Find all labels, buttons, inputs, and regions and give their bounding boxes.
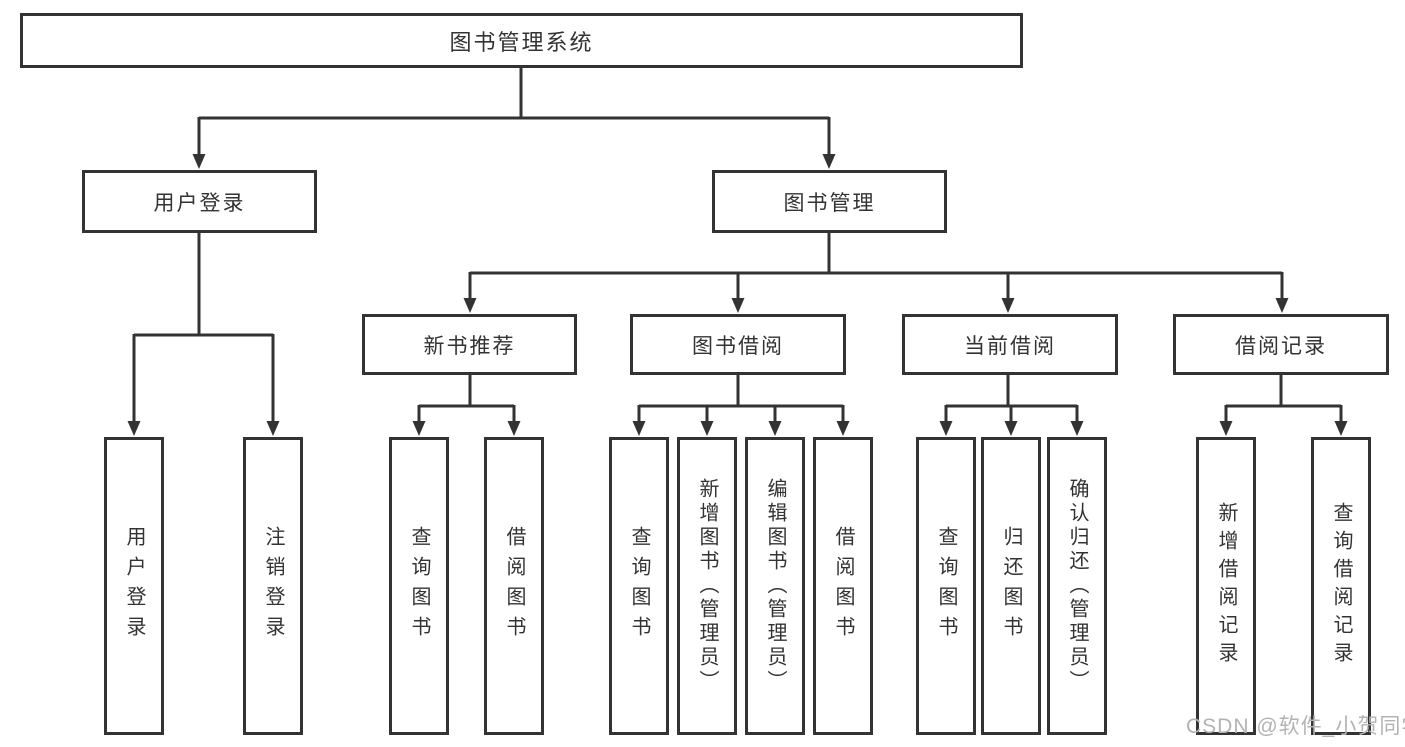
arrowhead bbox=[192, 154, 206, 169]
arrowhead bbox=[1219, 421, 1233, 436]
node-user-login: 用户登录 bbox=[82, 170, 317, 233]
leaf-query-books-current: 查询图书 bbox=[916, 437, 976, 735]
csdn-watermark: CSDN @软件_小贺同学 bbox=[1186, 715, 1405, 738]
arrowhead bbox=[939, 421, 953, 436]
connector-borrow-record-to-leaves bbox=[1224, 375, 1343, 427]
node-label: 当前借阅 bbox=[964, 334, 1056, 358]
leaf-edit-books-admin: 编辑图书（管理员） bbox=[745, 437, 805, 735]
connector-root-to-level2 bbox=[197, 68, 831, 160]
leaf-logout: 注销登录 bbox=[243, 437, 303, 735]
arrowhead bbox=[1001, 298, 1015, 313]
node-new-book-recommend: 新书推荐 bbox=[362, 314, 577, 375]
leaf-label: 归还图书 bbox=[1000, 526, 1022, 646]
leaf-label: 查询借阅记录 bbox=[1330, 502, 1352, 670]
leaf-label: 确认归还（管理员） bbox=[1066, 478, 1088, 694]
leaf-label: 注销登录 bbox=[262, 526, 284, 646]
arrowhead bbox=[632, 421, 646, 436]
arrowhead bbox=[266, 421, 280, 436]
leaf-query-books-recommend: 查询图书 bbox=[389, 437, 449, 735]
arrowhead bbox=[1070, 421, 1084, 436]
arrowhead bbox=[700, 421, 714, 436]
connector-current-borrow-to-leaves bbox=[944, 375, 1079, 427]
leaf-query-books-borrow: 查询图书 bbox=[609, 437, 669, 735]
leaf-label: 借阅图书 bbox=[503, 526, 525, 646]
connector-book-borrow-to-leaves bbox=[637, 375, 845, 427]
arrowhead bbox=[822, 154, 836, 169]
connector-new-book-to-leaves bbox=[417, 375, 516, 427]
node-label: 图书借阅 bbox=[692, 334, 784, 358]
arrowhead bbox=[1275, 298, 1289, 313]
arrowhead bbox=[1334, 421, 1348, 436]
leaf-confirm-return-admin: 确认归还（管理员） bbox=[1047, 437, 1107, 735]
leaf-label: 查询图书 bbox=[628, 526, 650, 646]
arrowhead bbox=[412, 421, 426, 436]
arrowhead bbox=[463, 298, 477, 313]
node-label: 新书推荐 bbox=[423, 334, 516, 358]
leaf-borrow-books-recommend: 借阅图书 bbox=[484, 437, 544, 735]
connector-book-management-to-level3 bbox=[468, 233, 1284, 304]
leaf-label: 新增借阅记录 bbox=[1215, 502, 1237, 670]
arrowheads bbox=[127, 154, 1348, 436]
leaf-return-books: 归还图书 bbox=[981, 437, 1041, 735]
leaf-user-login: 用户登录 bbox=[104, 437, 164, 735]
arrowhead bbox=[507, 421, 521, 436]
node-label: 图书管理 bbox=[783, 191, 876, 215]
arrowhead bbox=[1004, 421, 1018, 436]
leaf-label: 用户登录 bbox=[123, 526, 145, 646]
node-current-borrow: 当前借阅 bbox=[902, 314, 1118, 375]
arrowhead bbox=[127, 421, 141, 436]
arrowhead bbox=[731, 298, 745, 313]
connector-user-login-to-leaves bbox=[132, 233, 275, 427]
leaf-label: 查询图书 bbox=[935, 526, 957, 646]
leaf-label: 借阅图书 bbox=[832, 526, 854, 646]
leaf-add-borrow-record: 新增借阅记录 bbox=[1196, 437, 1256, 735]
node-label: 借阅记录 bbox=[1235, 334, 1327, 358]
leaf-label: 新增图书（管理员） bbox=[696, 478, 718, 694]
node-root-library-system: 图书管理系统 bbox=[20, 13, 1023, 68]
arrowhead bbox=[768, 421, 782, 436]
leaf-borrow-books: 借阅图书 bbox=[813, 437, 873, 735]
connector-lines bbox=[132, 68, 1343, 427]
node-label: 图书管理系统 bbox=[449, 29, 594, 55]
leaf-label: 编辑图书（管理员） bbox=[764, 478, 786, 694]
node-label: 用户登录 bbox=[153, 191, 246, 215]
leaf-label: 查询图书 bbox=[408, 526, 430, 646]
node-book-borrow: 图书借阅 bbox=[630, 314, 846, 375]
node-borrow-record: 借阅记录 bbox=[1173, 314, 1389, 375]
arrowhead bbox=[836, 421, 850, 436]
node-book-management: 图书管理 bbox=[712, 170, 947, 233]
leaf-query-borrow-record: 查询借阅记录 bbox=[1311, 437, 1371, 735]
leaf-add-books-admin: 新增图书（管理员） bbox=[677, 437, 737, 735]
